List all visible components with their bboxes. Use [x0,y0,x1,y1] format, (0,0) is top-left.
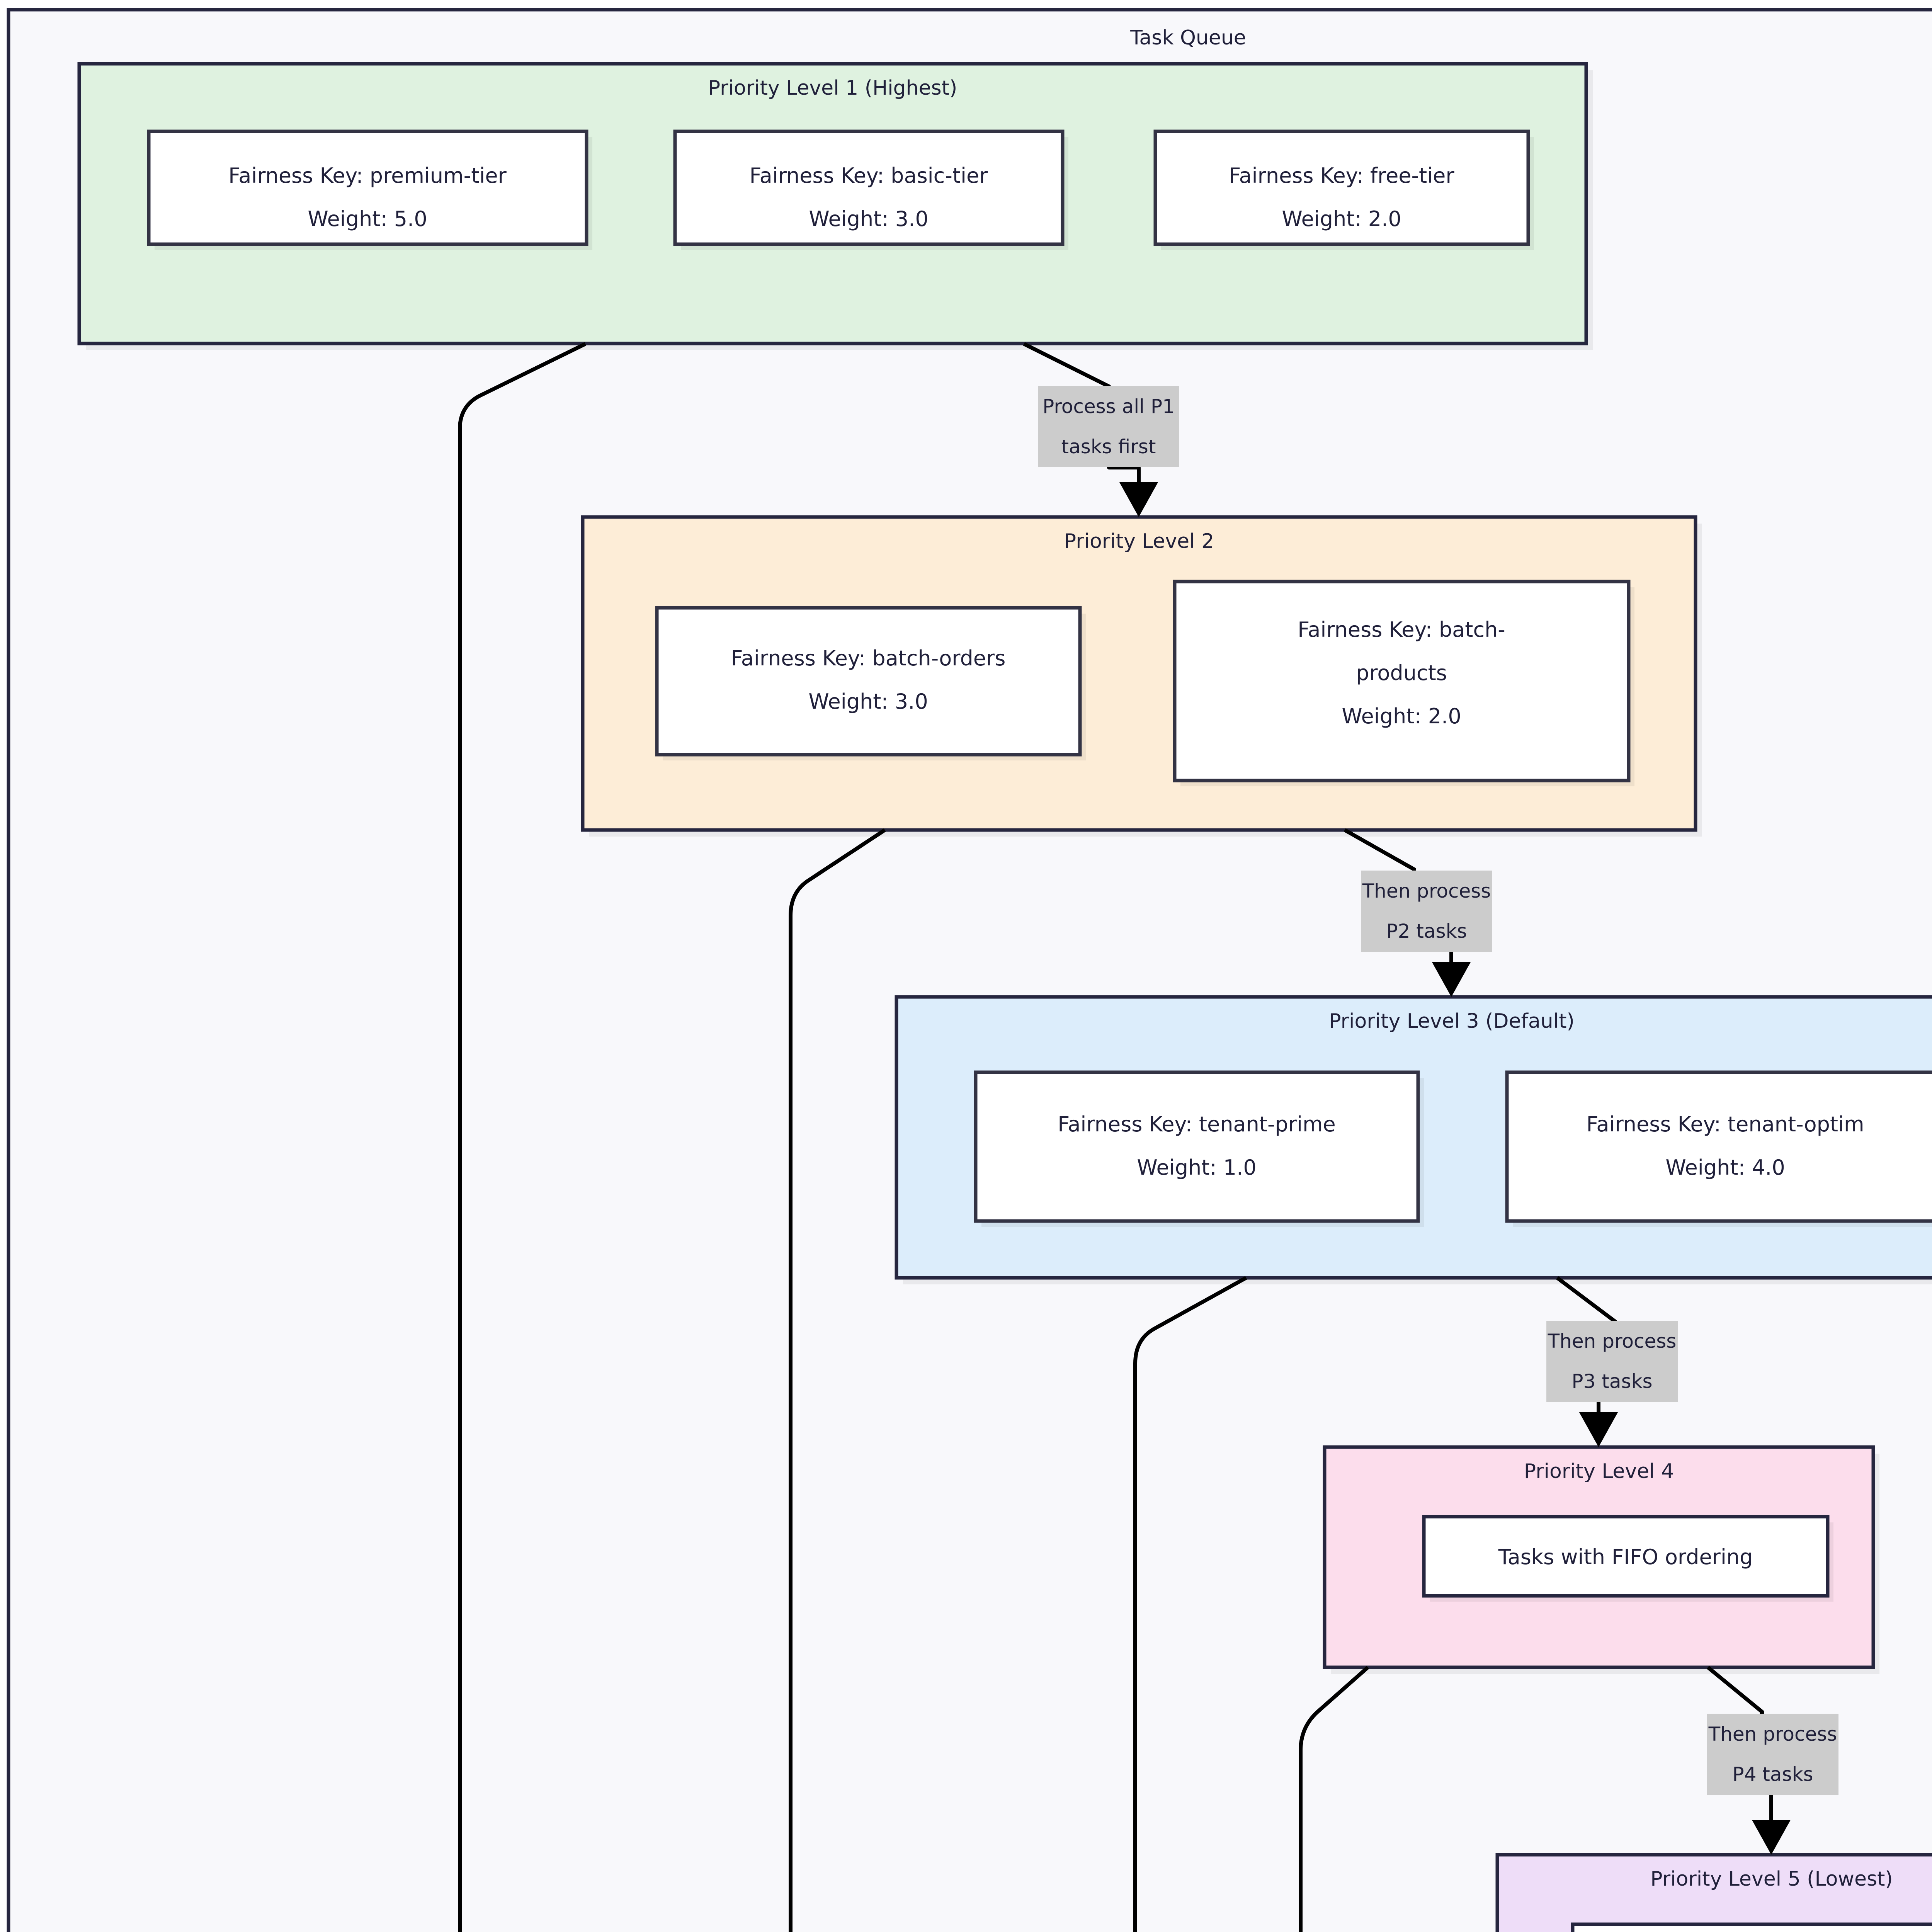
task-queue-title: Task Queue [1130,26,1246,49]
edge-label-p3-p4-line2: P3 tasks [1571,1370,1652,1393]
fairness-node-batch-orders[interactable] [655,606,1082,757]
arrowhead-icon [1432,962,1471,997]
edge-label-p2-p3-line2: P2 tasks [1386,920,1467,942]
edge-label-p4-p5-line2: P4 tasks [1732,1763,1813,1786]
fairness-node-line2: Weight: 3.0 [809,207,928,231]
edge-p3-to-workers [1133,1276,1247,1932]
priority-5-title: Priority Level 5 (Lowest) [1650,1867,1893,1891]
fifo-node-label: Tasks with FIFO ordering [1498,1545,1753,1569]
edge-label-p1-p2-line1: Process all P1 [1043,395,1175,418]
fairness-node-line2: Weight: 1.0 [1137,1155,1256,1180]
fairness-node-premium-tier[interactable] [147,129,588,246]
fairness-node-line2: products [1356,661,1447,685]
fifo-node-p4[interactable] [1422,1515,1830,1598]
edge-p2-to-workers [789,828,886,1932]
priority-1-title: Priority Level 1 (Highest) [708,77,957,100]
priority-3-title: Priority Level 3 (Default) [1329,1010,1575,1033]
arrowhead-icon [1579,1412,1618,1447]
fairness-node-line3: Weight: 2.0 [1342,704,1461,728]
edge-p1-to-p2 [1023,342,1141,502]
edge-label-bg [1361,871,1492,952]
priority-5-cluster [1495,1853,1932,1932]
fairness-node-free-tier[interactable] [1153,129,1530,246]
fairness-node-batch-products[interactable] [1173,580,1631,782]
fairness-node-line2: Weight: 4.0 [1665,1155,1785,1180]
edge-label-bg [1707,1714,1838,1795]
fairness-node-line1: Fairness Key: premium-tier [228,163,507,188]
fairness-node-line1: Fairness Key: batch-orders [731,646,1006,670]
edge-label-p1-p2-line2: tasks first [1061,435,1156,458]
edge-label-p3-p4-line1: Then process [1548,1330,1677,1352]
fairness-node-tenant-optim[interactable] [1505,1070,1932,1223]
fairness-node-line1: Fairness Key: basic-tier [750,163,988,188]
priority-4-title: Priority Level 4 [1524,1460,1674,1483]
fairness-node-tenant-prime[interactable] [974,1070,1420,1223]
fifo-node-p5[interactable] [1571,1922,1932,1932]
edge-p1-to-workers [458,342,587,1932]
fairness-node-line1: Fairness Key: tenant-prime [1058,1112,1336,1136]
edge-p4-to-workers [1299,1666,1369,1932]
fairness-node-line1: Fairness Key: free-tier [1229,163,1454,188]
fairness-node-basic-tier[interactable] [673,129,1065,246]
fairness-node-line2: Weight: 5.0 [308,207,427,231]
priority-2-title: Priority Level 2 [1064,530,1214,553]
edge-label-p2-p3-line1: Then process [1362,880,1491,902]
arrowhead-icon [1119,482,1158,517]
fairness-node-line1: Fairness Key: tenant-optim [1586,1112,1864,1136]
edge-label-p4-p5-line1: Then process [1708,1723,1837,1745]
edge-label-bg [1038,386,1179,467]
edge-label-bg [1546,1321,1678,1402]
arrowhead-icon [1752,1820,1791,1855]
fairness-node-line2: Weight: 3.0 [808,689,928,714]
fairness-node-line2: Weight: 2.0 [1282,207,1401,231]
fairness-node-line1: Fairness Key: batch- [1298,617,1505,642]
